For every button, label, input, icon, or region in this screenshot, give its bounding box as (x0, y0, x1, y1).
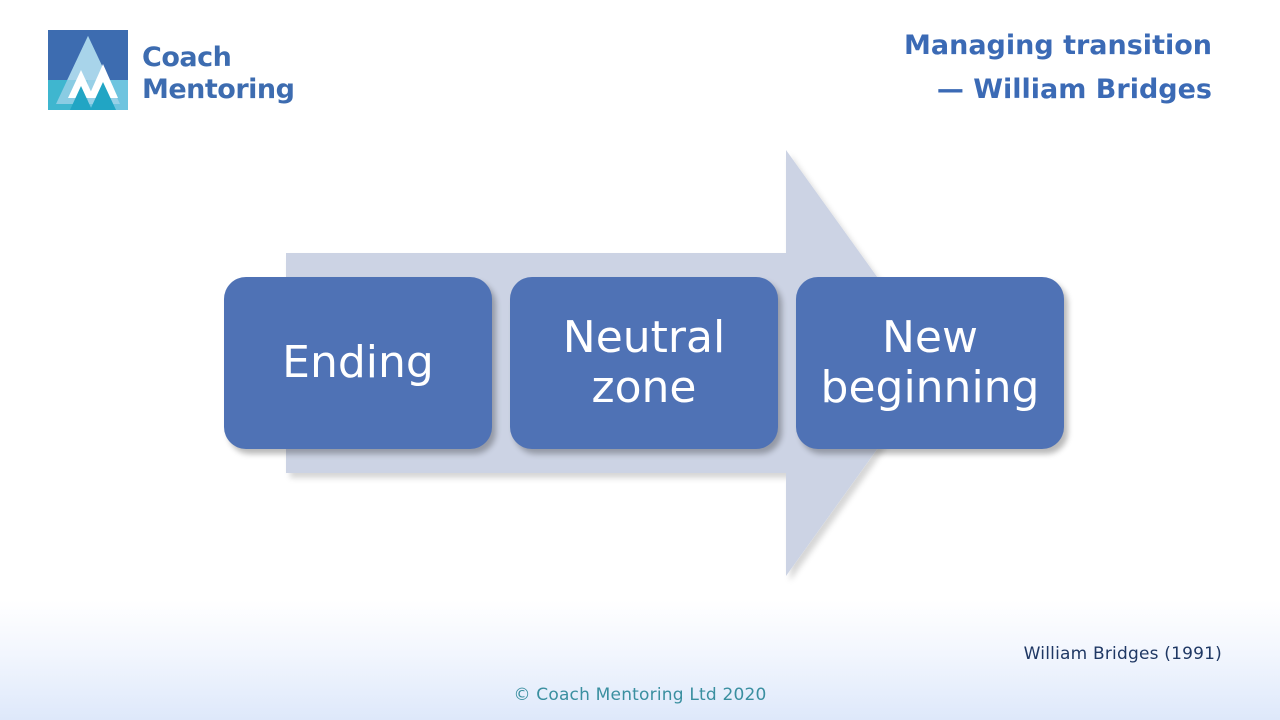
logo-wordmark: Coach Mentoring (142, 42, 342, 106)
logo-mark-icon (48, 30, 128, 110)
stage-box-neutral-zone[interactable]: Neutral zone (510, 277, 778, 449)
stage-box-new-beginning[interactable]: New beginning (796, 277, 1064, 449)
slide-title: Managing transition — William Bridges (592, 24, 1212, 112)
coach-mentoring-logo: Coach Mentoring (48, 30, 295, 112)
copyright-notice: © Coach Mentoring Ltd 2020 (513, 685, 767, 705)
stage-box-ending[interactable]: Ending (224, 277, 492, 449)
logo-triangle-small-left-teal (70, 86, 92, 110)
logo-triangle-small-right-teal (90, 82, 116, 110)
logo-wordmark-line2: Mentoring (142, 74, 295, 105)
logo-wordmark-line1: Coach (142, 42, 232, 73)
source-citation: William Bridges (1991) (1023, 644, 1222, 664)
slide-title-line1: Managing transition (904, 30, 1212, 61)
slide-title-line2: — William Bridges (936, 74, 1212, 105)
